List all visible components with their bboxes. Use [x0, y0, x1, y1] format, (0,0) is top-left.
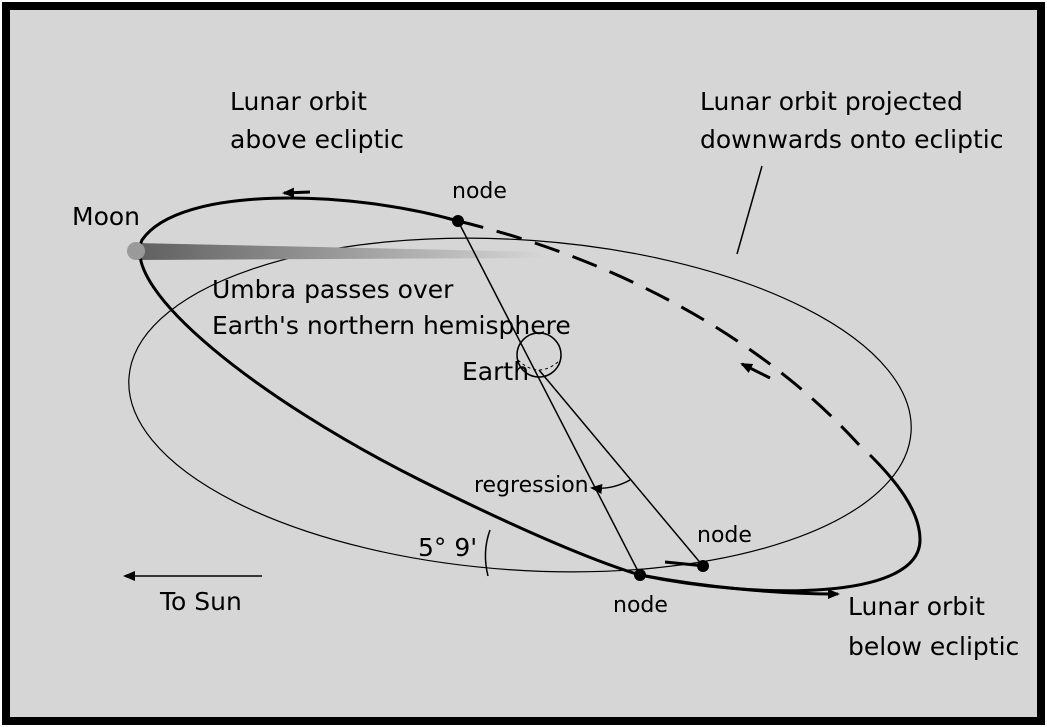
label-orbit-above-line2: above ecliptic [230, 125, 404, 154]
projected-label-leader [736, 165, 763, 255]
label-projected-line1: Lunar orbit projected [700, 87, 963, 116]
line-of-nodes-top [457, 220, 641, 576]
ecliptic-ellipse [128, 237, 912, 573]
label-node-top: node [452, 179, 507, 204]
moon [127, 242, 145, 260]
lunar-orbit-dashed-portion [457, 219, 870, 456]
label-earth: Earth [462, 357, 529, 386]
label-umbra-line1: Umbra passes over [212, 275, 454, 304]
line-of-nodes-new [538, 369, 704, 567]
label-projected-line2: downwards onto ecliptic [700, 125, 1003, 154]
label-orbit-above-line1: Lunar orbit [230, 87, 367, 116]
label-node-bottom: node [613, 593, 668, 618]
label-moon: Moon [72, 202, 140, 231]
label-orbit-below-line2: below ecliptic [848, 632, 1019, 661]
lunar-orbit-above-ecliptic [138, 196, 641, 577]
label-inclination-angle: 5° 9' [418, 533, 477, 562]
label-umbra-line2: Earth's northern hemisphere [212, 311, 571, 340]
label-regression: regression [474, 473, 589, 498]
orbit-arrow-dashed [740, 362, 771, 380]
label-orbit-below-line1: Lunar orbit [848, 592, 985, 621]
node-bottom [634, 569, 646, 581]
earth-equator [517, 359, 561, 371]
regression-arrow [590, 479, 631, 494]
node-right [697, 560, 709, 572]
umbra-shadow [135, 243, 545, 260]
label-to-sun: To Sun [159, 587, 242, 616]
inclination-angle-arc [484, 529, 491, 577]
orbit-arrow-bottom [639, 573, 840, 599]
node-top [452, 215, 464, 227]
label-node-right: node [697, 523, 752, 548]
orbit-arrow-top [282, 187, 311, 198]
